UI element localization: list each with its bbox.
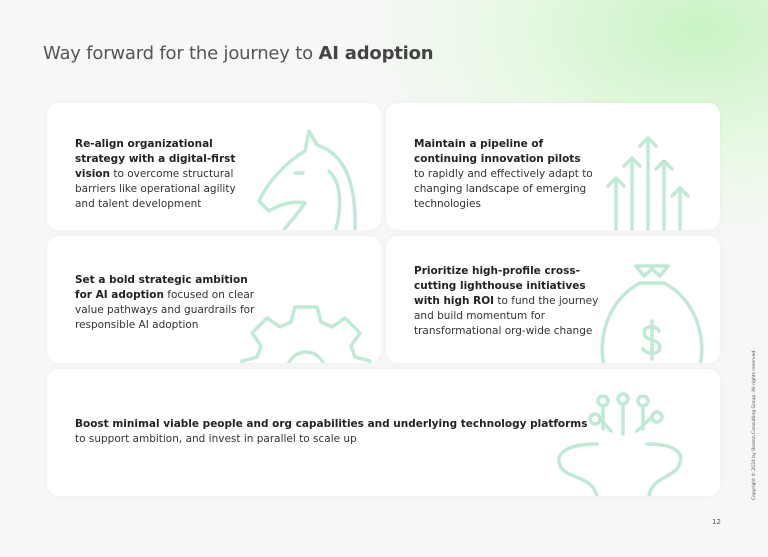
- card-bold: Set a bold strategic ambition for AI ado…: [75, 274, 248, 301]
- card-bold: Re-align organizational strategy with a …: [75, 138, 236, 180]
- card-bold: Boost minimal viable people and org capa…: [75, 418, 588, 430]
- card-lighthouse: Prioritize high-profile cross-cutting li…: [386, 236, 720, 363]
- card-text: Set a bold strategic ambition for AI ado…: [75, 273, 255, 333]
- title-prefix: Way forward for the journey to: [43, 43, 319, 64]
- page-title: Way forward for the journey to AI adopti…: [43, 43, 434, 64]
- card-capabilities: Boost minimal viable people and org capa…: [47, 369, 720, 496]
- page-number: 12: [712, 518, 721, 526]
- card-rest: to overcome structural barriers like ope…: [75, 168, 236, 210]
- card-strategy: Re-align organizational strategy with a …: [47, 103, 381, 230]
- copyright: Copyright © 2024 by Boston Consulting Gr…: [752, 349, 757, 500]
- card-ambition: Set a bold strategic ambition for AI ado…: [47, 236, 381, 363]
- card-bold: Maintain a pipeline of continuing innova…: [414, 138, 581, 165]
- card-rest: focused on clear value pathways and guar…: [75, 289, 255, 331]
- growth-arrows-icon: [601, 133, 691, 230]
- card-text: Prioritize high-profile cross-cutting li…: [414, 264, 609, 339]
- card-rest: to rapidly and effectively adapt to chan…: [414, 168, 593, 210]
- card-innovation: Maintain a pipeline of continuing innova…: [386, 103, 720, 230]
- card-rest: to fund the journey and build momentum f…: [414, 295, 599, 337]
- brain-circuit-icon: [537, 389, 687, 496]
- chess-knight-icon: [247, 123, 377, 230]
- card-text: Maintain a pipeline of continuing innova…: [414, 137, 594, 212]
- card-text: Boost minimal viable people and org capa…: [75, 417, 595, 447]
- card-text: Re-align organizational strategy with a …: [75, 137, 255, 212]
- gear-icon: [237, 291, 377, 363]
- card-bold: Prioritize high-profile cross-cutting li…: [414, 265, 586, 307]
- card-rest: to support ambition, and invest in paral…: [75, 433, 357, 445]
- money-bag-icon: [596, 261, 706, 363]
- title-bold: AI adoption: [318, 43, 434, 64]
